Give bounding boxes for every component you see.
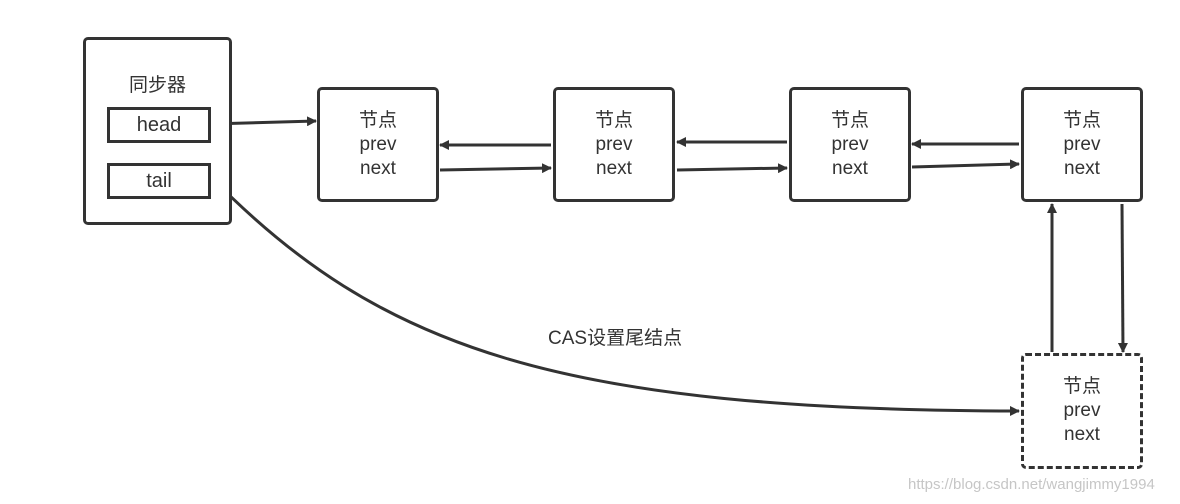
- node-2: 节点 prev next: [553, 87, 675, 202]
- node-prev-label: prev: [359, 133, 397, 155]
- head-field: head: [107, 107, 211, 143]
- new-tail-node: 节点 prev next: [1021, 353, 1143, 469]
- node-title: 节点: [1062, 109, 1101, 131]
- node-prev-label: prev: [1063, 400, 1101, 421]
- tail-field: tail: [107, 163, 211, 199]
- node-next-label: next: [832, 157, 868, 179]
- node-next-label: next: [1064, 424, 1100, 445]
- tail-cas-curve-arrow: [208, 174, 1020, 416]
- node-4: 节点 prev next: [1021, 87, 1143, 202]
- node-3: 节点 prev next: [789, 87, 911, 202]
- synchronizer-box: 同步器 head tail: [83, 37, 232, 225]
- node-1: 节点 prev next: [317, 87, 439, 202]
- cas-edge-label: CAS设置尾结点: [548, 328, 683, 349]
- node3-next-arrow: [911, 159, 1020, 170]
- node1-next-arrow: [439, 163, 552, 174]
- node4-next-arrow: [1117, 203, 1128, 353]
- synchronizer-title: 同步器: [128, 75, 186, 96]
- node-next-label: next: [596, 157, 632, 179]
- watermark: https://blog.csdn.net/wangjimmy1994: [908, 476, 1155, 493]
- node-title: 节点: [830, 109, 869, 131]
- node-next-label: next: [1064, 157, 1100, 179]
- node-title: 节点: [1062, 376, 1101, 397]
- node-prev-label: prev: [1063, 133, 1101, 155]
- node-prev-label: prev: [831, 133, 869, 155]
- node-title: 节点: [358, 109, 397, 131]
- node-prev-label: prev: [595, 133, 633, 155]
- node-next-label: next: [360, 157, 396, 179]
- node2-next-arrow: [676, 163, 788, 174]
- node-title: 节点: [594, 109, 633, 131]
